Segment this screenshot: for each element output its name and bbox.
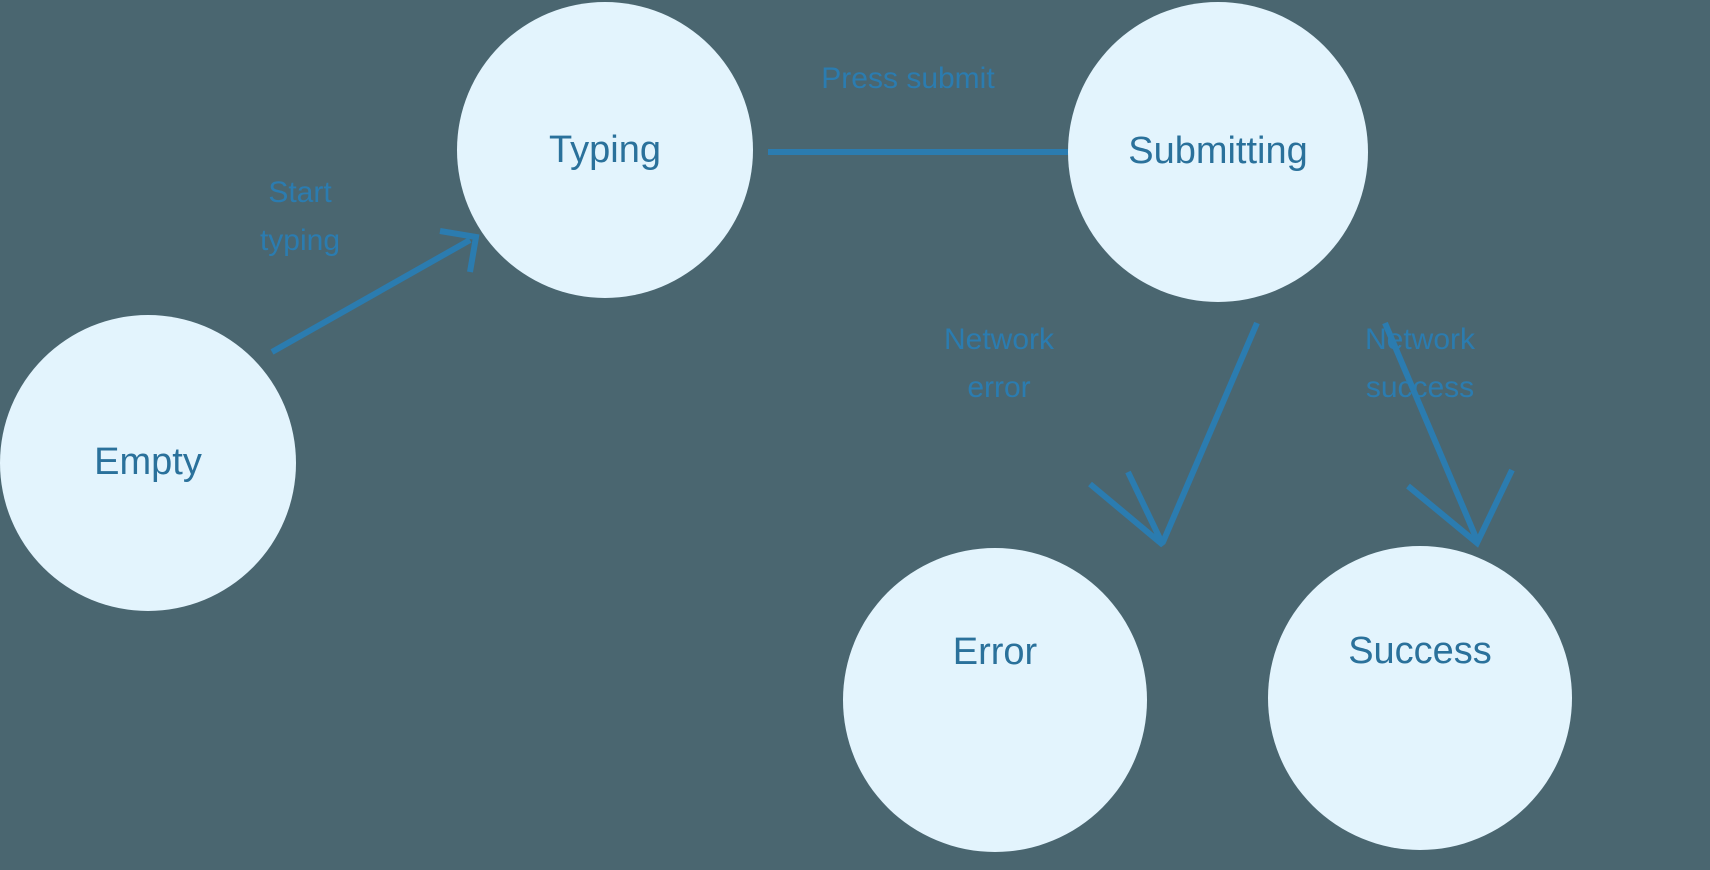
edge-label-network-success: Network success [1365, 323, 1476, 404]
edge-label-press-submit: Press submit [821, 62, 995, 95]
edge-label-start-typing-line1: Start [268, 176, 332, 209]
node-error-label: Error [953, 631, 1038, 673]
node-empty-circle [0, 315, 296, 611]
edge-empty-to-typing[interactable] [270, 228, 480, 355]
node-typing[interactable]: Typing [457, 2, 753, 298]
edge-label-network-error-line1: Network [944, 323, 1055, 356]
node-success[interactable]: Success [1268, 546, 1572, 850]
node-empty[interactable]: Empty [0, 315, 296, 611]
edge-submitting-to-success-line [1382, 321, 1480, 542]
edge-label-network-error-line2: error [967, 371, 1030, 404]
edge-submitting-to-success[interactable] [1382, 321, 1515, 548]
edge-empty-to-typing-line [270, 237, 472, 355]
node-empty-label: Empty [94, 441, 202, 483]
edge-submitting-to-error-arrowhead [1088, 470, 1166, 548]
node-submitting-circle [1068, 2, 1368, 302]
node-typing-label: Typing [549, 129, 661, 171]
edge-label-press-submit-line1: Press submit [821, 62, 995, 95]
edge-label-network-success-line2: success [1366, 371, 1474, 404]
edge-submitting-to-error-line [1160, 321, 1260, 544]
node-submitting-label: Submitting [1128, 130, 1308, 172]
node-error-circle [843, 548, 1147, 852]
node-typing-circle [457, 2, 753, 298]
edge-label-network-error: Network error [944, 323, 1055, 404]
node-success-label: Success [1348, 630, 1492, 672]
node-success-circle [1268, 546, 1572, 850]
edge-empty-to-typing-arrowhead [439, 228, 480, 273]
edge-label-start-typing: Start typing [260, 176, 340, 257]
edge-label-network-success-line1: Network [1365, 323, 1476, 356]
edge-submitting-to-error[interactable] [1088, 321, 1260, 548]
edge-submitting-to-success-arrowhead [1406, 468, 1515, 548]
node-error[interactable]: Error [843, 548, 1147, 852]
node-submitting[interactable]: Submitting [1068, 2, 1368, 302]
edge-label-start-typing-line2: typing [260, 224, 340, 257]
